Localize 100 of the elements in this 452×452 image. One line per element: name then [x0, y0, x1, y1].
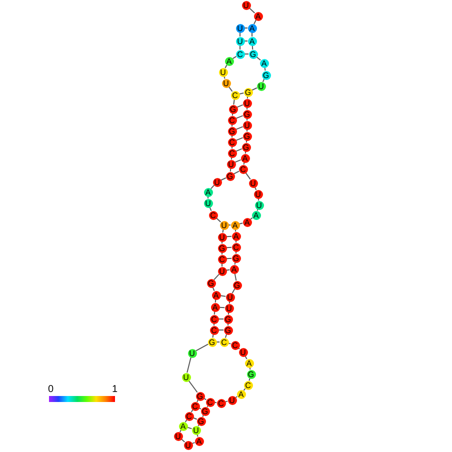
nucleotide-circle: C: [230, 90, 240, 100]
connector-line: [228, 312, 230, 316]
connector-line: [246, 118, 248, 121]
connector-line: [246, 96, 248, 100]
nucleotide-circle: G: [242, 110, 252, 118]
nucleotide-circle: U: [242, 0, 250, 10]
nucleotide-circle: C: [228, 116, 236, 124]
connector-line: [232, 112, 234, 116]
nucleotide-circle: U: [226, 160, 236, 168]
connector-line: [243, 388, 246, 391]
nucleotide-circle: G: [224, 314, 232, 324]
connector-line: [258, 198, 260, 202]
nucleotide-circle: C: [228, 148, 236, 158]
nucleotide-circle: U: [224, 304, 234, 312]
connector-line: [216, 218, 222, 222]
nucleotide-circle: G: [232, 254, 240, 262]
connector-line: [210, 184, 214, 190]
nucleotide-circle: U: [218, 232, 226, 242]
nucleotide-circle: C: [220, 338, 228, 346]
connector-line: [195, 344, 209, 352]
connector-line: [230, 156, 232, 160]
connector-line: [232, 56, 237, 60]
nucleotide-circle: C: [228, 138, 236, 146]
nucleotide-circle: U: [218, 266, 226, 276]
connector-line: [234, 159, 242, 163]
nucleotide-circle: G: [226, 172, 234, 180]
nucleotide-circle: G: [244, 88, 252, 96]
nucleotide-circle: U: [228, 396, 236, 404]
nucleotide-circle: U: [212, 178, 222, 186]
nucleotide-circle: U: [248, 178, 258, 188]
connector-line: [246, 140, 248, 144]
connector-line: [186, 356, 192, 374]
connector-line: [224, 334, 228, 338]
connector-line: [250, 217, 253, 220]
connector-line: [192, 442, 196, 444]
nucleotide-circle: G: [246, 370, 256, 378]
connector-line: [228, 300, 230, 304]
connector-line: [186, 426, 192, 430]
nucleotide-circle: U: [220, 220, 228, 230]
nucleotide-circle: C: [236, 50, 244, 58]
nucleotide-circle: U: [218, 68, 228, 76]
nucleotide-circle: U: [174, 432, 182, 440]
connector-line: [248, 8, 256, 14]
connector-line: [218, 318, 224, 320]
nucleotide-circle: C: [216, 398, 226, 408]
nucleotide-circle: A: [204, 188, 212, 196]
nucleotide-circle: U: [192, 426, 200, 434]
nucleotide-circle: A: [242, 218, 252, 226]
connector-line: [214, 274, 220, 280]
nucleotide-circle: G: [228, 104, 238, 114]
nucleotide-circle: G: [196, 392, 204, 400]
nucleotide-circle: U: [204, 198, 212, 208]
nucleotide-circle: C: [238, 164, 248, 174]
nucleotide-circle: G: [242, 132, 252, 140]
nucleotide-circle: A: [224, 56, 234, 66]
nucleotide-circle: U: [254, 190, 262, 198]
nucleotide-circle: C: [184, 412, 194, 420]
nucleotide-circle: U: [236, 36, 244, 46]
nucleotide-circle: C: [244, 380, 252, 390]
nucleotide-circle: G: [248, 50, 258, 58]
nucleotide-circle: A: [178, 422, 188, 430]
nucleotide-circle: G: [208, 338, 216, 346]
nucleotide-circle: A: [260, 58, 268, 68]
nucleotide-circle: A: [212, 290, 220, 300]
nucleotide-circle: A: [230, 264, 238, 274]
nucleotide-circle: G: [196, 416, 206, 426]
scale-label: 0: [48, 385, 54, 395]
nucleotide-circle: A: [248, 24, 256, 32]
nucleotide-circle: A: [210, 302, 220, 312]
nucleotide-circle: U: [184, 440, 192, 450]
nucleotide-circle: G: [224, 326, 232, 334]
nucleotide-circle: U: [242, 98, 252, 108]
nucleotide-circle: C: [230, 340, 240, 350]
nucleotide-circle: C: [218, 254, 226, 264]
nucleotide-circle: G: [228, 126, 236, 136]
nucleotide-circle: A: [244, 358, 254, 368]
nucleotide-circle: A: [194, 436, 204, 446]
nucleotide-circle: G: [262, 70, 270, 80]
connector-line: [232, 288, 236, 294]
nucleotide-circle: C: [232, 242, 240, 252]
nucleotide-circle: U: [236, 24, 244, 32]
connector-line: [219, 306, 225, 308]
connector-line: [226, 258, 232, 260]
nucleotide-circle: A: [252, 210, 260, 220]
nucleotide-circle: G: [218, 244, 226, 252]
nucleotide-circle: A: [240, 154, 250, 162]
nucleotide-circle: A: [248, 36, 256, 46]
nucleotide-circle: U: [226, 292, 234, 302]
nucleotide-circle: A: [236, 390, 246, 398]
nucleotide-circle: U: [182, 372, 190, 382]
nucleotide-circle: U: [222, 78, 230, 88]
nucleotide-circle: G: [200, 406, 210, 416]
connector-line: [234, 272, 237, 282]
nucleotide-circle: U: [188, 348, 196, 358]
nucleotide-circle: G: [232, 280, 242, 290]
connector-line: [246, 107, 248, 110]
nucleotide-circle: C: [210, 326, 218, 334]
connector-line: [226, 236, 232, 238]
scale-label: 1: [112, 385, 118, 395]
connector-line: [234, 228, 236, 232]
